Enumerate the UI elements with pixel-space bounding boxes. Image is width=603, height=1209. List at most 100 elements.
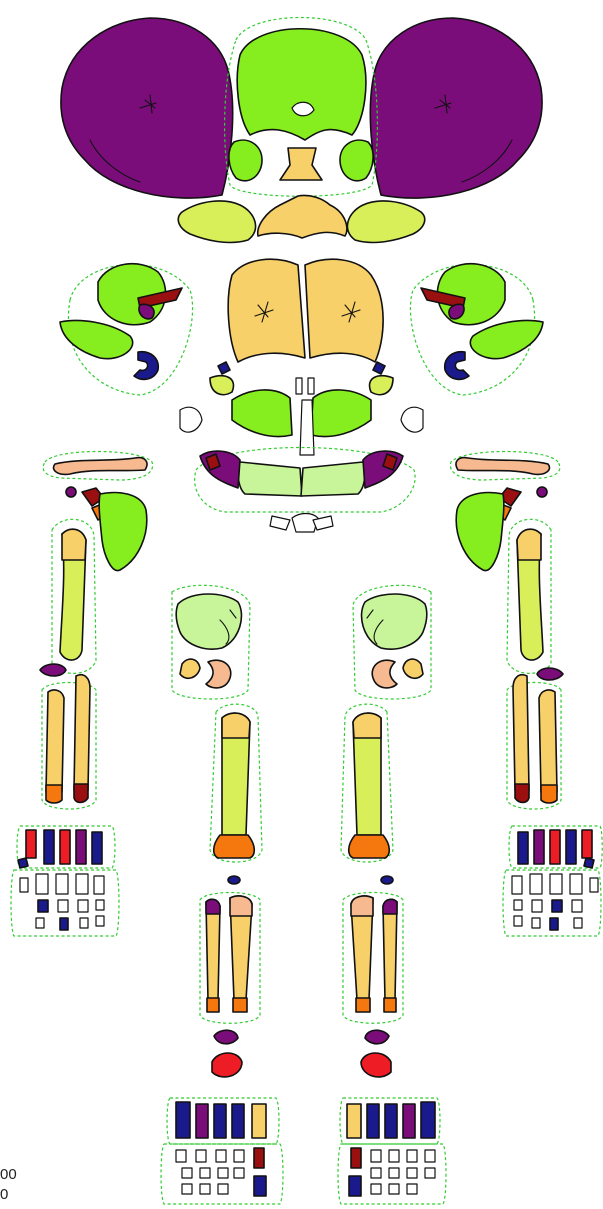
right-toe-8 [407, 1168, 417, 1178]
left-mandible-ramus [200, 451, 240, 488]
left-phalanx-6 [38, 900, 48, 912]
right-lacrimal [373, 362, 385, 374]
left-toe-4 [234, 1150, 244, 1162]
left-petrous-bone [178, 201, 255, 243]
left-phalanx-12 [80, 918, 88, 928]
right-phalanx-12 [532, 918, 540, 928]
left-hand [11, 826, 119, 936]
left-maxilla [232, 390, 292, 437]
right-toe-6 [371, 1168, 381, 1178]
hyoid-left [270, 516, 290, 530]
left-femur-distal [214, 835, 255, 858]
right-fibula-end [384, 998, 396, 1012]
left-phalanx-11 [60, 918, 68, 930]
left-toe-2 [196, 1150, 206, 1162]
right-nasal-bone [308, 378, 314, 394]
right-tibia-top [351, 896, 373, 916]
left-clavicle [53, 458, 146, 475]
left-humerus-head [62, 529, 86, 560]
left-foot [161, 1098, 283, 1204]
right-toe-3 [389, 1150, 399, 1162]
right-metacarpal-3 [550, 830, 560, 864]
right-phalanx-7 [532, 900, 542, 912]
right-phalanx-6 [514, 900, 522, 910]
basi-occipital [280, 148, 322, 180]
right-pubis [372, 660, 397, 688]
right-toe-1 [351, 1148, 361, 1168]
right-radius [539, 690, 557, 797]
vomer [300, 400, 314, 455]
right-mandible-half [301, 462, 365, 496]
right-ulna [513, 675, 529, 796]
right-phalanx-9 [572, 900, 582, 912]
left-metatarsal-4 [232, 1104, 244, 1138]
right-parietal-bone [370, 18, 542, 198]
left-phalanx-4 [76, 874, 88, 894]
right-phalanx-10 [514, 916, 522, 926]
occipital-squama [237, 29, 366, 140]
left-toe-8 [218, 1168, 228, 1178]
sphenoid-body [258, 195, 347, 238]
right-toe-10 [349, 1176, 361, 1196]
left-tibia-end [233, 998, 247, 1012]
left-metacarpal-4 [76, 830, 86, 864]
right-palatine [401, 407, 423, 432]
left-petromastoid [60, 321, 133, 359]
right-maxilla [311, 390, 371, 437]
left-nasal-bone [296, 378, 302, 394]
left-phalanx-1 [20, 878, 28, 892]
right-metatarsal-4 [403, 1104, 415, 1138]
right-patella [381, 876, 393, 884]
right-metatarsal-5 [421, 1102, 435, 1138]
left-tibia-top [230, 896, 252, 916]
right-metatarsal-1 [347, 1104, 361, 1138]
left-toe-3 [216, 1150, 226, 1162]
left-parietal-bone [61, 18, 233, 198]
left-palatine [180, 407, 202, 432]
left-fibula-top [206, 899, 220, 914]
right-toe-12 [389, 1184, 399, 1194]
corner-label-top: 00 [0, 1166, 17, 1184]
right-foot [338, 1098, 446, 1204]
occipital-notch [292, 102, 314, 116]
left-toe-12 [218, 1184, 228, 1194]
left-metatarsal-5 [252, 1104, 266, 1138]
right-toe-5 [425, 1150, 435, 1162]
left-frontal-bone [228, 259, 305, 362]
left-coracoid-dot [66, 487, 76, 497]
right-zygomatic [370, 376, 393, 395]
corner-label-bottom: 0 [0, 1186, 8, 1204]
left-patella [228, 876, 240, 884]
right-metacarpal-2 [534, 830, 544, 864]
left-ischium [180, 659, 200, 678]
right-toe-7 [389, 1168, 399, 1178]
left-ulna [74, 675, 90, 796]
right-incus [445, 352, 469, 380]
left-metacarpal-3 [60, 830, 70, 864]
left-calcaneus [212, 1053, 242, 1077]
right-toe-4 [407, 1150, 417, 1162]
left-toe-7 [200, 1168, 210, 1178]
left-phalanx-5 [94, 876, 104, 894]
right-femur-head [353, 713, 381, 738]
left-talus [214, 1030, 238, 1044]
right-toe-2 [371, 1150, 381, 1162]
right-toe-11 [371, 1184, 381, 1194]
right-metacarpal-4 [566, 830, 576, 864]
right-carpal-blue [584, 858, 594, 868]
left-lacrimal [218, 362, 230, 374]
right-phalanx-8 [552, 900, 562, 912]
left-fibula-end [207, 998, 219, 1012]
left-ulna-end [74, 784, 88, 803]
right-phalanx-11 [550, 918, 558, 930]
left-metatarsal-2 [196, 1104, 208, 1138]
left-toe-9 [234, 1168, 244, 1178]
left-metacarpal-5 [92, 832, 102, 864]
right-talus [365, 1030, 389, 1044]
left-scapula [99, 493, 147, 571]
right-metatarsal-3 [385, 1104, 397, 1138]
left-incus [134, 352, 158, 380]
right-metatarsal-2 [367, 1104, 379, 1138]
right-phalanx-4 [570, 874, 582, 894]
